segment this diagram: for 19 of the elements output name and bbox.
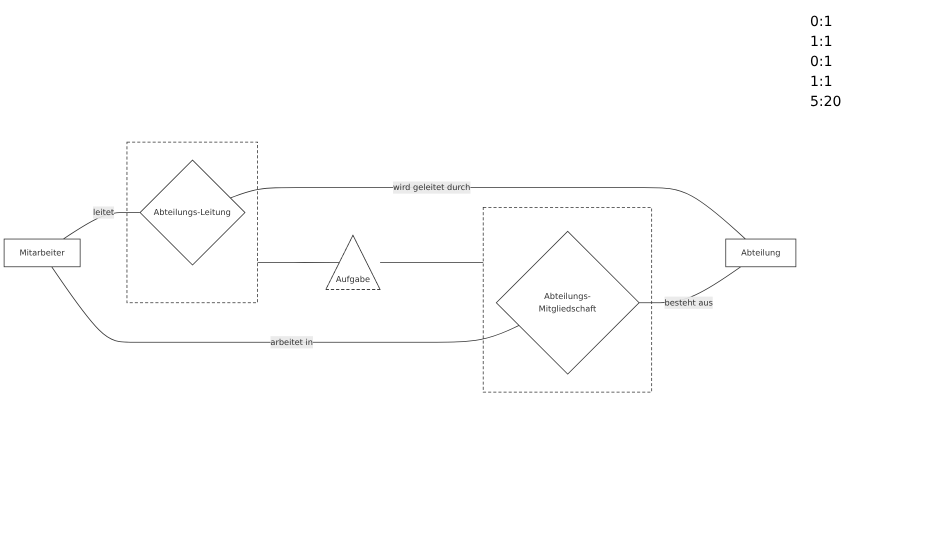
connector <box>62 212 140 240</box>
cluster <box>482 207 652 393</box>
connector <box>51 266 520 344</box>
node-box: Mitarbeiter <box>4 239 81 268</box>
cardinality-label: 0:1 <box>810 54 834 70</box>
cardinality-label: 1:1 <box>810 74 834 90</box>
edge-label: wird geleitet durch <box>392 182 470 193</box>
node-diamond: Abteilungs-Leitung <box>140 160 246 266</box>
edge-label: arbeitet in <box>270 338 313 348</box>
connector <box>257 262 340 264</box>
cardinality-label: 1:1 <box>810 34 834 50</box>
cardinality-label: 0:1 <box>810 14 834 30</box>
cluster <box>126 142 258 304</box>
edge-label: besteht aus <box>664 298 713 308</box>
edge-label: leitet <box>92 208 114 218</box>
connector <box>380 262 484 264</box>
node-diamond: Abteilungs-Mitgliedschaft <box>496 231 640 376</box>
node-box: Abteilung <box>725 239 796 268</box>
cardinality-label: 5:20 <box>810 94 842 110</box>
